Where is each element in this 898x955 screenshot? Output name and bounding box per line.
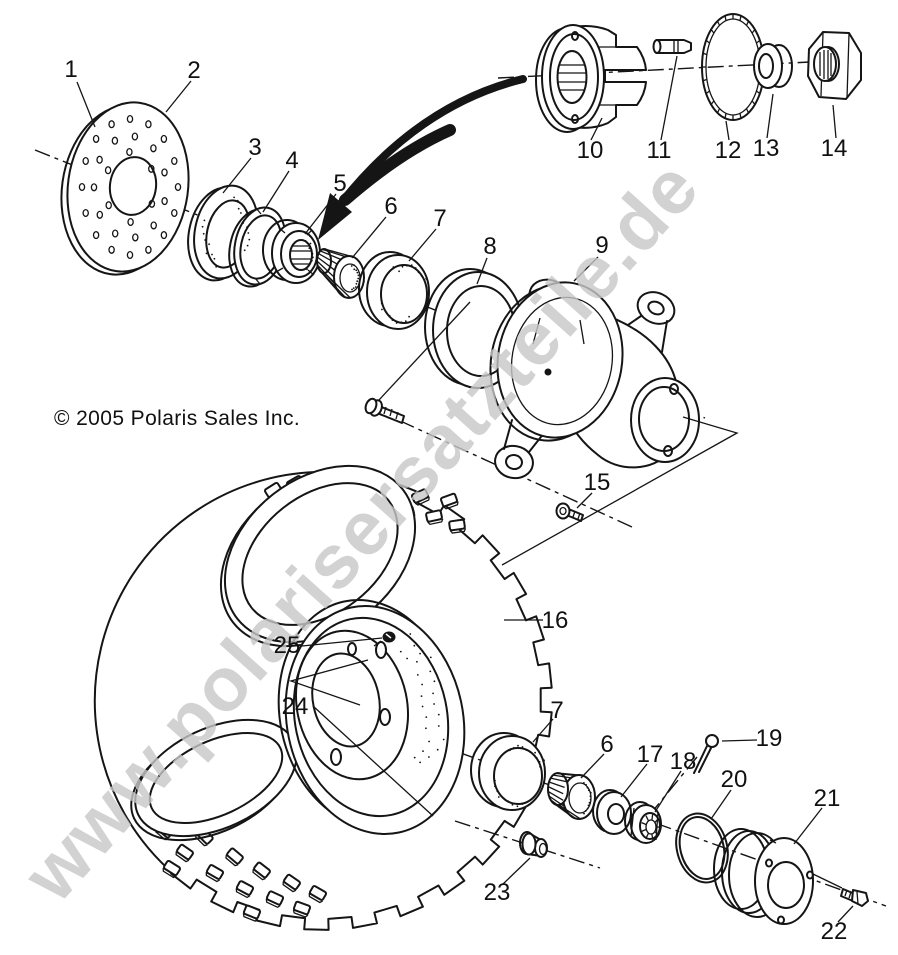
- hex-nut: [807, 31, 862, 100]
- assembly-direction-arrow: [318, 75, 527, 240]
- bearing-spacer-top: [358, 251, 430, 330]
- hub-cap: [713, 828, 814, 925]
- mounting-bolt: [364, 397, 405, 424]
- castle-nut: [624, 801, 662, 844]
- stipple-shading: [201, 196, 592, 815]
- callout-leader-lines: [76, 55, 854, 923]
- drive-hub: [535, 24, 647, 133]
- brake-disc: [60, 101, 190, 276]
- cap-bolt: [840, 888, 869, 907]
- bearing-spacer-bottom: [470, 732, 546, 811]
- copyright-notice: © 2005 Polaris Sales Inc.: [54, 407, 301, 430]
- cup-washer: [753, 43, 793, 89]
- valve-stem: [373, 631, 396, 647]
- wheel-rim: [277, 599, 466, 835]
- tire-and-wheel: [93, 464, 553, 931]
- hub-carrier: [489, 278, 700, 480]
- dowel-pin: [652, 39, 692, 54]
- cotter-pin: [693, 734, 719, 774]
- o-ring: [675, 812, 729, 884]
- bearing-cone-top: [316, 248, 365, 299]
- rubber-plug: [519, 831, 548, 858]
- bearing-cone-bottom: [547, 772, 596, 820]
